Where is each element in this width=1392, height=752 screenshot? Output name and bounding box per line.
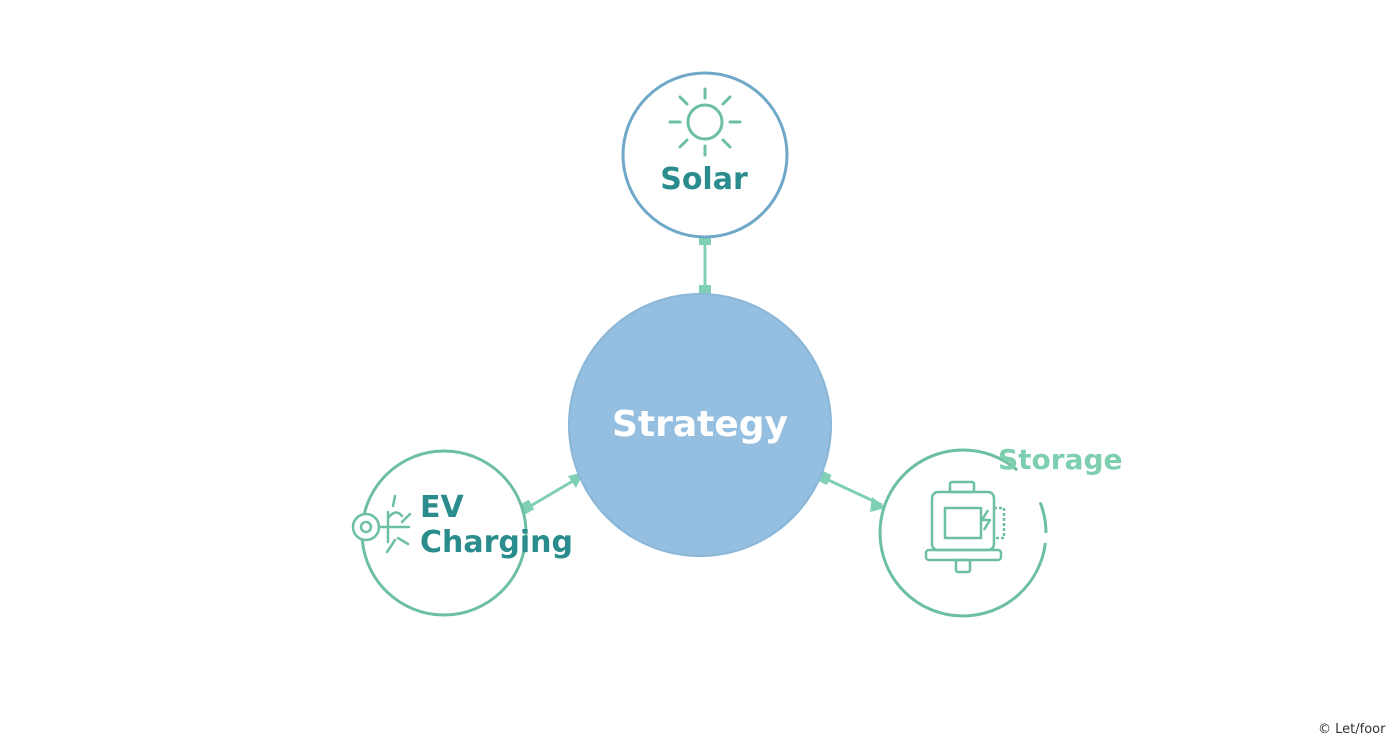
node-storage: Storage [878,443,1123,618]
sun-icon [668,87,742,157]
node-ev-charging: EV Charging [351,449,573,617]
credit: © Let/foor [1318,722,1385,737]
connector-ev [519,472,584,515]
connector-storage [816,470,886,512]
credit-text: Let/foor [1335,722,1386,737]
center-label: Strategy [612,404,788,445]
node-solar: Solar [621,71,789,239]
center-node-strategy: Strategy [568,293,832,557]
storage-label: Storage [998,443,1123,476]
battery-icon [924,480,1006,574]
connector-solar [699,236,711,295]
copyright-icon: © [1318,722,1331,737]
solar-label: Solar [660,162,748,197]
ev-label: EV [420,490,464,525]
ev-charger-icon [351,494,412,554]
charging-label: Charging [420,525,573,560]
